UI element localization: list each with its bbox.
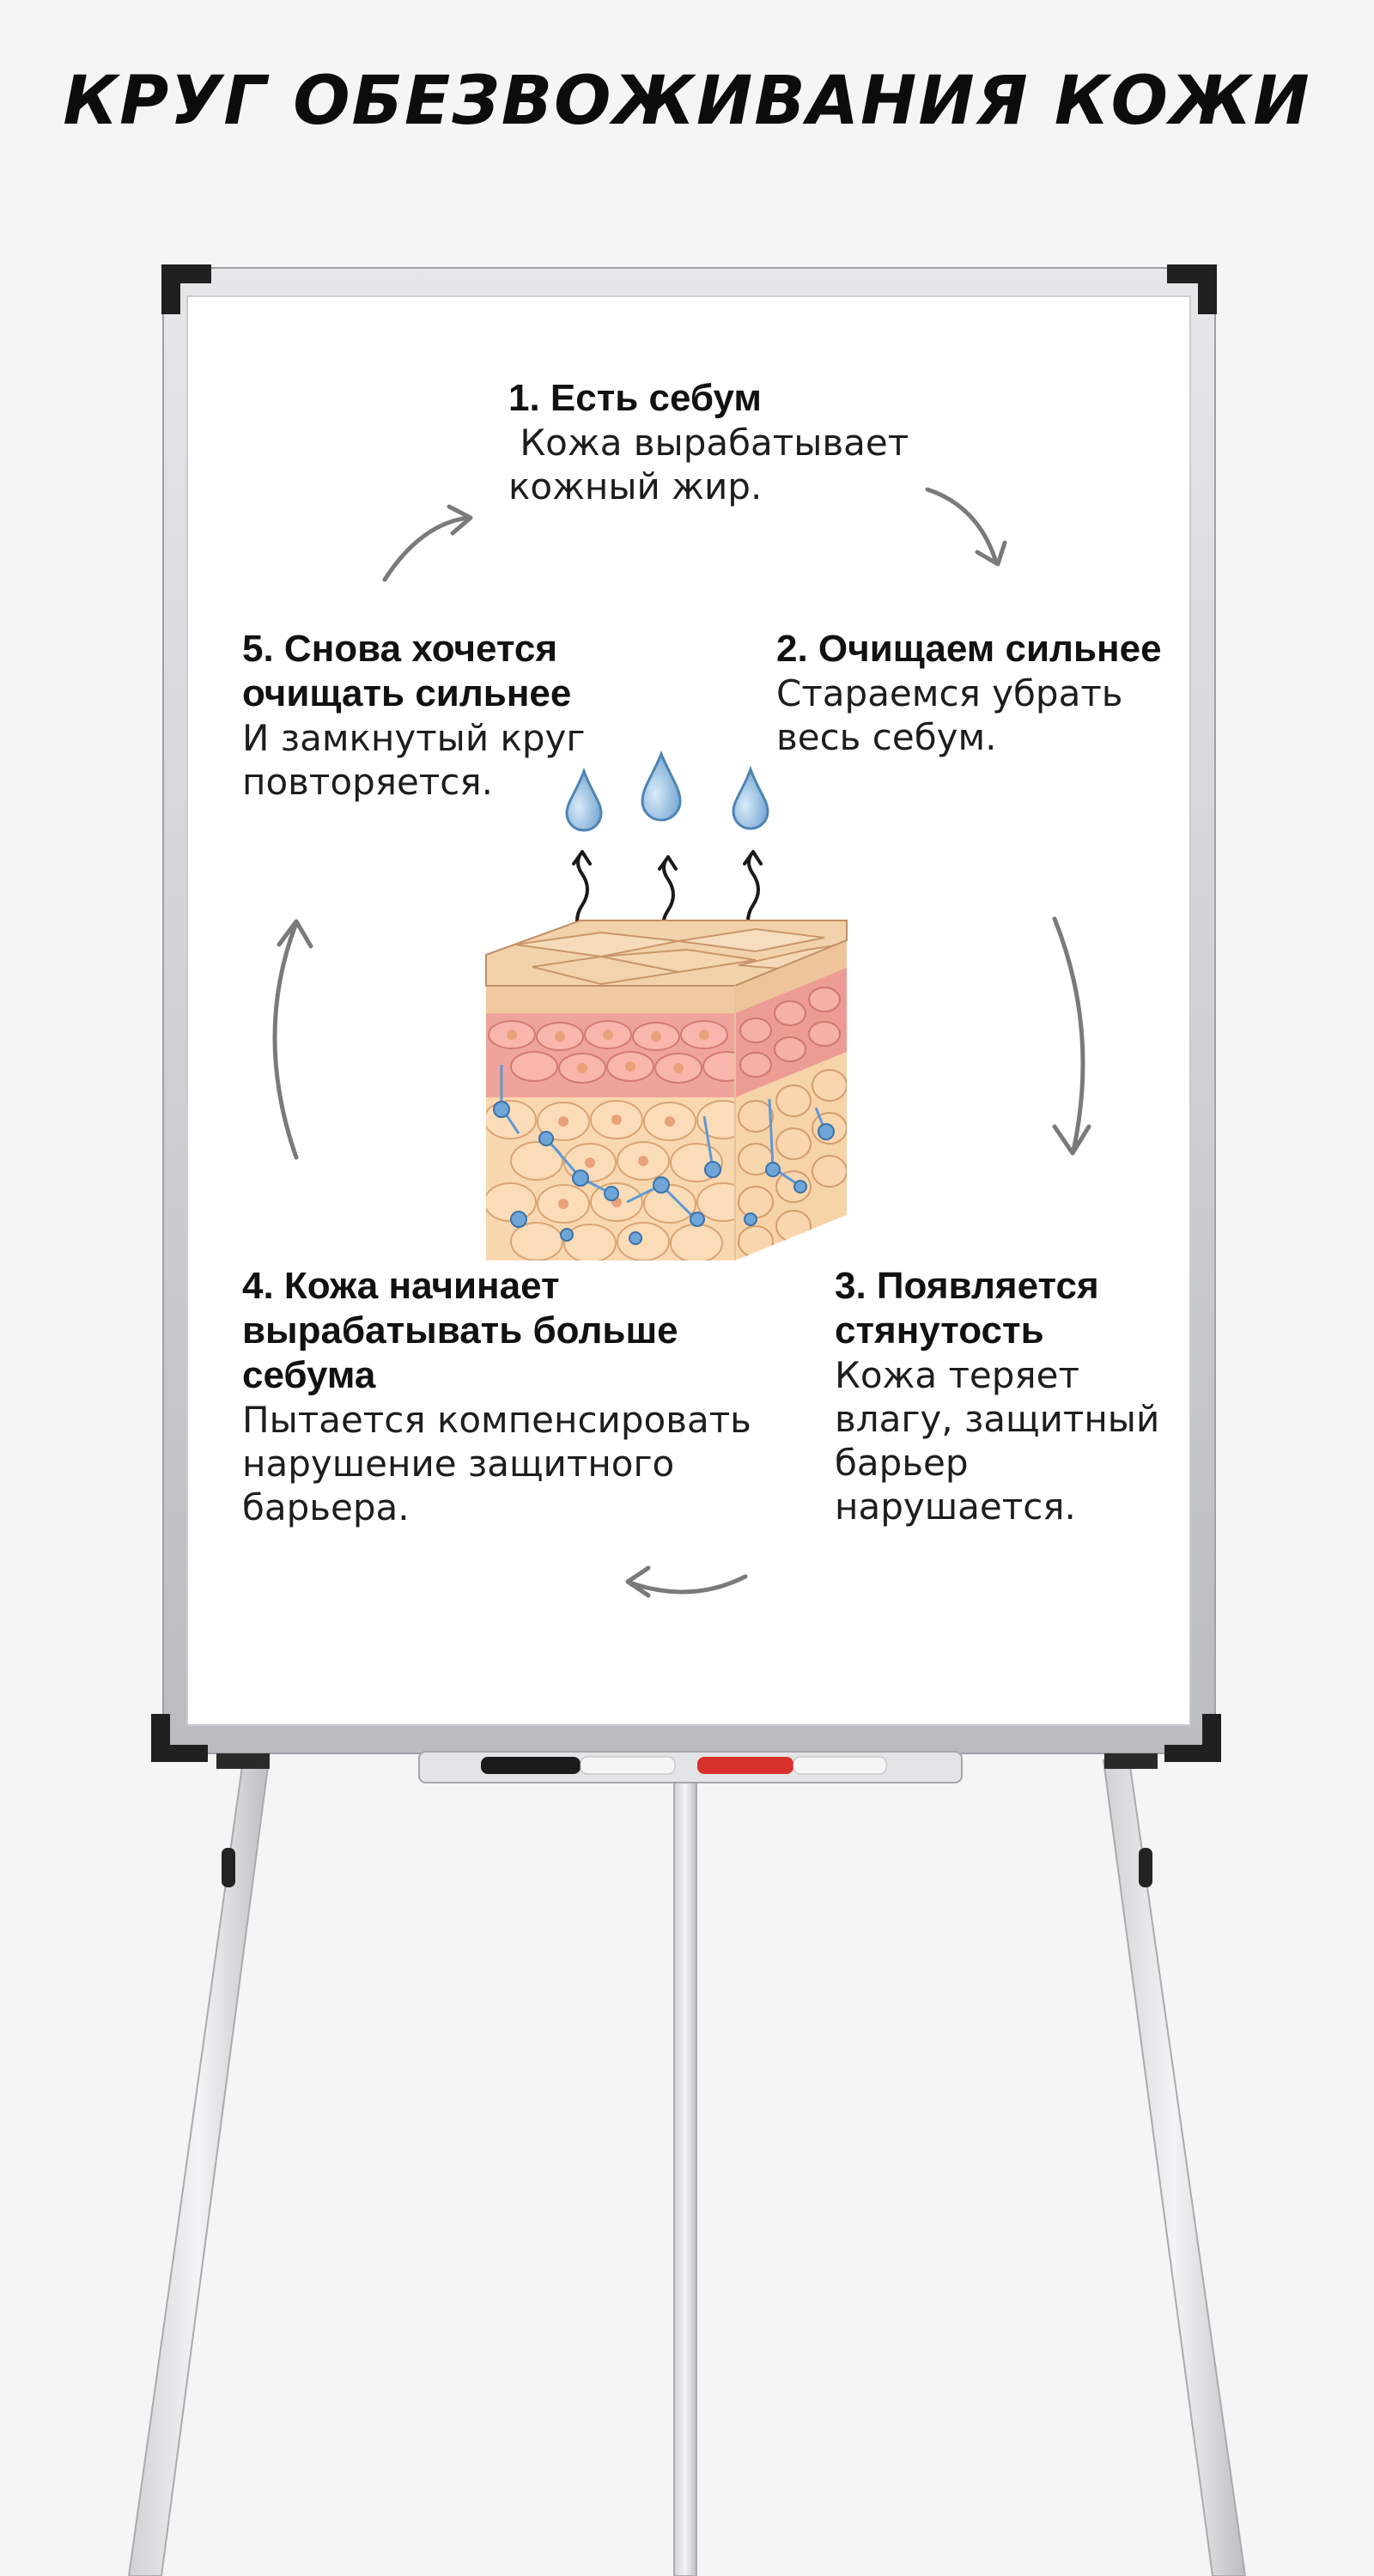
- step-title: 3. Появляется стянутость: [835, 1265, 1099, 1352]
- marker-black: [481, 1757, 581, 1774]
- arrow-1-to-2: [925, 487, 999, 565]
- step-4: 4. Кожа начинает вырабатывать больше себ…: [242, 1264, 757, 1529]
- arrow-4-to-5: [272, 920, 299, 1160]
- cycle-arrows: [272, 487, 1091, 1598]
- droplet-icon: [565, 767, 603, 832]
- bracket-right: [1104, 1753, 1158, 1769]
- marker-red-cap: [793, 1756, 887, 1775]
- evaporation: [565, 750, 769, 945]
- corner-cap-bottom-right: [1164, 1714, 1221, 1762]
- leg-knob-left: [222, 1848, 235, 1887]
- easel-legs: [127, 1759, 1247, 2576]
- step-title: 5. Снова хочется очищать сильнее: [242, 628, 572, 714]
- arrow-2-to-3: [1052, 916, 1085, 1153]
- step-title: 4. Кожа начинает вырабатывать больше себ…: [242, 1265, 678, 1396]
- step-title: 1. Есть себум: [508, 377, 762, 419]
- step-description: И замкнутый круг повторяется.: [242, 717, 597, 803]
- step-5: 5. Снова хочется очищать сильнее И замкн…: [242, 627, 672, 804]
- marker-black-cap: [580, 1756, 676, 1775]
- arrow-5-to-1: [382, 515, 471, 582]
- step-title: 2. Очищаем сильнее: [776, 628, 1162, 670]
- arrow-3-to-4: [627, 1574, 748, 1595]
- step-description: Кожа вырабатывает кожный жир.: [508, 422, 921, 507]
- bracket-left: [216, 1753, 270, 1769]
- step-3: 3. Появляется стянутость Кожа теряет вла…: [835, 1264, 1187, 1528]
- skin-layers-illustration: [485, 920, 848, 1261]
- step-2: 2. Очищаем сильнее Стараемся убрать весь…: [776, 627, 1180, 759]
- page-title: Круг обезвоживания кожи: [63, 63, 1311, 140]
- leg-knob-right: [1139, 1848, 1152, 1887]
- step-description: Кожа теряет влагу, защитный барьер наруш…: [835, 1354, 1171, 1528]
- step-description: Стараемся убрать весь себум.: [776, 672, 1134, 758]
- corner-cap-bottom-left: [151, 1714, 208, 1762]
- corner-cap-top-left: [161, 264, 211, 314]
- corner-cap-top-right: [1167, 264, 1217, 314]
- droplet-icon: [732, 765, 769, 830]
- step-1: 1. Есть себум Кожа вырабатывает кожный ж…: [508, 376, 989, 508]
- marker-red: [697, 1757, 793, 1774]
- droplet-icon: [641, 750, 682, 822]
- step-description: Пытается компенсировать нарушение защитн…: [242, 1399, 763, 1528]
